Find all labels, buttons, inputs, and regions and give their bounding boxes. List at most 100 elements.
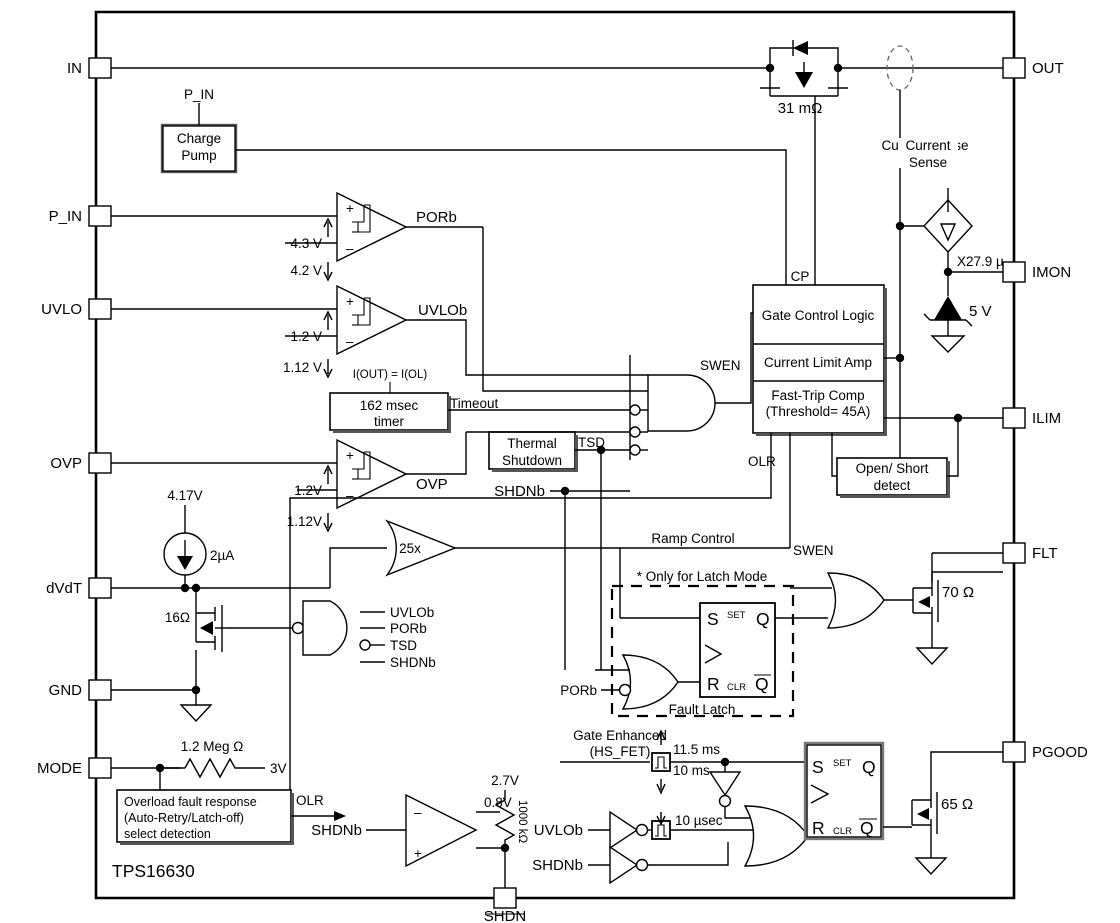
iout-iol-annotation: I(OUT) = I(OL) — [353, 369, 427, 393]
pin-imon: IMON — [1002, 261, 1071, 283]
ovp-output-label: OVP — [416, 476, 448, 493]
timer-block: 162 msec timer Timeout — [329, 392, 630, 433]
fault-latch-r: R — [707, 674, 720, 694]
device-boundary — [94, 10, 1016, 900]
por-comparator: + – 4.3 V 4.2 V PORb — [285, 191, 630, 392]
thermal-shutdown-block: Thermal Shutdown TSD — [488, 431, 630, 670]
pin-label-gnd: GND — [49, 682, 83, 699]
gate-enhanced-line1: Gate Enhanced — [573, 728, 667, 743]
dvdt-pulldown-fet: 16Ω — [165, 588, 226, 723]
pgood-latch-set: SET — [833, 758, 852, 769]
pin-label-imon: IMON — [1032, 264, 1071, 281]
latch-mode-note: * Only for Latch Mode — [637, 569, 768, 584]
por-lo-threshold: 4.2 V — [290, 263, 322, 278]
dvdt-source-voltage: 4.17V — [167, 488, 202, 503]
overload-line2: (Auto-Retry/Latch-off) — [124, 811, 244, 825]
pgood-latch-clr: CLR — [833, 826, 852, 837]
pin-flt: FLT — [1002, 542, 1058, 564]
overload-line3: select detection — [124, 827, 211, 841]
pgood-resistance-label: 65 Ω — [941, 796, 973, 813]
pin-dvdt: dVdT — [46, 577, 330, 599]
pin-label-ovp: OVP — [50, 455, 82, 472]
overload-line1: Overload fault response — [124, 795, 257, 809]
pin-label-in: IN — [67, 60, 82, 77]
dvdt-source-current: 2µA — [210, 548, 234, 563]
olr-wiring: OLR — [289, 433, 791, 835]
pulldown-16r-label: 16Ω — [165, 610, 190, 625]
shdn-pullup-voltage: 2.7V — [491, 773, 519, 788]
charge-pump-line2: Pump — [181, 148, 216, 163]
gate-enhanced-timer: Gate Enhanced (HS_FET) 11.5 ms 10 ms — [560, 728, 805, 819]
flt-output-stage: SWEN 70 Ω — [790, 543, 1003, 666]
pin-label-pgood: PGOOD — [1032, 744, 1088, 761]
thermal-line1: Thermal — [507, 436, 557, 451]
imon-gain-label: X27.9 µ — [957, 254, 1004, 269]
dvdt-current-source: 4.17V 2µA — [163, 488, 234, 593]
uvlo-hi-threshold: 1.2 V — [290, 329, 322, 344]
ovp-comparator: + – 1.2V 1.12V OVP — [287, 432, 467, 533]
nand-input-shdnb: SHDNb — [390, 655, 436, 670]
mode-voltage-label: 3V — [270, 761, 287, 776]
olr-output-label: OLR — [296, 793, 324, 808]
svg-text:–: – — [414, 805, 422, 820]
ovp-lo-threshold: 1.12V — [287, 514, 322, 529]
open-short-line2: detect — [874, 478, 911, 493]
t-us-label: 10 µsec — [675, 813, 723, 828]
pin-ilim: ILIM — [1002, 407, 1061, 429]
current-sense-tap: Current Sense — [881, 45, 969, 460]
charge-pump-line1: Charge — [177, 131, 221, 146]
fast-trip-line1: Fast-Trip Comp — [771, 388, 864, 403]
swen-signal-label: SWEN — [700, 358, 741, 373]
svg-text:–: – — [346, 334, 354, 349]
swen-and-gate: SWEN — [629, 312, 753, 460]
mode-network: 3V 1.2 Meg Ω Overload fault response (Au… — [116, 739, 346, 845]
charge-pump-supply-label: P_IN — [184, 87, 214, 102]
pin-label-p-in: P_IN — [49, 208, 82, 225]
zener-voltage-label: 5 V — [969, 303, 992, 320]
imon-current-source: X27.9 µ — [895, 188, 1004, 277]
por-hi-threshold: 4.3 V — [290, 236, 322, 251]
pgood-latch-s: S — [812, 757, 824, 777]
pgood-output-stage: 65 Ω — [911, 751, 1003, 876]
pgood-logic: UVLOb 10 µsec SHDNb — [532, 805, 809, 885]
shdnb-bus-label: SHDNb — [494, 483, 545, 500]
timer-line2: timer — [374, 414, 405, 429]
nand-input-porb: PORb — [390, 621, 427, 636]
current-sense-text: Current Sense — [898, 138, 958, 170]
mode-resistor-label: 1.2 Meg Ω — [181, 739, 244, 754]
t-fall-label: 10 ms — [673, 763, 710, 778]
shdn-comparator: – + SHDNb 0.8V — [311, 793, 512, 868]
pin-label-uvlo: UVLO — [41, 301, 82, 318]
uvlo-output-label: UVLOb — [418, 302, 467, 319]
pin-label-shdn: SHDN — [484, 908, 527, 923]
pin-shdn: SHDN — [484, 887, 527, 923]
svg-text:+: + — [346, 201, 354, 216]
nand-input-uvlob: UVLOb — [390, 605, 434, 620]
fault-latch-q: Q — [756, 609, 770, 629]
por-output-label: PORb — [416, 209, 457, 226]
timer-line1: 162 msec — [360, 398, 419, 413]
svg-text:+: + — [346, 294, 354, 309]
uvlo-lo-threshold: 1.12 V — [283, 360, 322, 375]
swen-flt-label: SWEN — [793, 543, 834, 558]
pin-gnd: GND — [49, 679, 196, 701]
shdn-pullup-network: 2.7V 1000 kΩ — [491, 773, 528, 888]
svg-text:–: – — [346, 241, 354, 256]
shdn-threshold-label: 0.8V — [484, 795, 512, 810]
gate-control-stack: Gate Control Logic Current Limit Amp Fas… — [752, 269, 887, 436]
pin-mode: MODE — [37, 757, 180, 779]
thermal-line2: Shutdown — [502, 453, 562, 468]
pin-label-ilim: ILIM — [1032, 410, 1061, 427]
fault-latch-clr: CLR — [727, 682, 746, 693]
pin-out: OUT — [1002, 57, 1064, 79]
pgood-latch-r: R — [812, 818, 825, 838]
t-rise-label: 11.5 ms — [673, 742, 720, 757]
shdnb-pgood-input: SHDNb — [532, 857, 583, 874]
pin-ovp: OVP — [50, 452, 337, 474]
shdnb-bus: SHDNb — [494, 483, 630, 670]
open-short-line1: Open/ Short — [856, 461, 929, 476]
gate-control-logic-label: Gate Control Logic — [762, 308, 875, 323]
rds-on-label: 31 mΩ — [778, 100, 823, 117]
